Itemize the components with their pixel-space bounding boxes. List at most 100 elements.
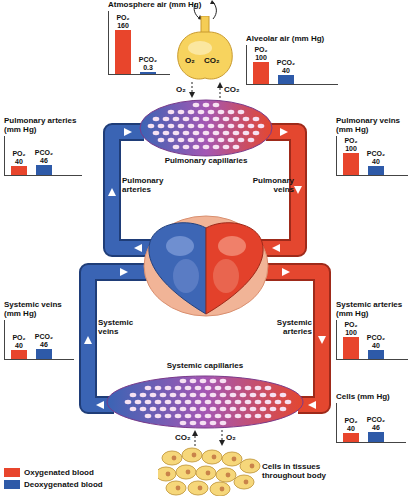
capillary-gap [243,131,250,135]
capillary-gap [188,138,195,142]
cell-nucleus [186,470,191,475]
cell [196,466,216,480]
capillary-gap [163,131,170,135]
bar-column: PO₂100 [340,321,362,359]
legend: Oxygenated bloodDeoxygenated blood [4,468,134,492]
gas-exchange-arrow [220,82,221,98]
capillary-gap [180,421,187,425]
co2-bar [140,72,156,74]
flow-arrow [96,401,104,409]
heart-right-side [149,223,206,314]
value-label: 40 [372,158,380,166]
cell-nucleus [198,486,203,491]
capillary-bed-shape [140,100,272,156]
flow-arrow [108,188,116,196]
capillary-gap [215,400,222,404]
axis-label: PO₂ [344,137,357,145]
capillary-gap [160,393,167,397]
flow-arrow [294,186,302,194]
legend-text: Deoxygenated blood [24,480,103,489]
capillary-gap [260,393,267,397]
capillary-gap [230,407,237,411]
capillary-gap [238,124,245,128]
gas-exchange-arrow [192,82,193,98]
cell-nucleus [226,473,231,478]
edge-label: CO₂ [224,85,240,94]
axis-label: PCO₂ [277,59,295,67]
capillary-label: Systemic capillaries [105,361,305,370]
capillary-gap [140,393,147,397]
capillary-gap [173,145,180,149]
capillary-gap [220,393,227,397]
capillary-gap [170,407,177,411]
capillary-gap [170,393,177,397]
value-label: 100 [345,329,357,337]
bar-column: PCO₂40 [365,334,387,359]
capillary-gap [193,117,200,121]
capillary-gap [248,138,255,142]
o2-bar [11,350,27,359]
left-ventricle [213,259,239,293]
capillary-gap [200,407,207,411]
capillary-gap [205,414,212,418]
cell [234,475,254,489]
capillary-gap [198,138,205,142]
vessel-label: Pulmonary arteries [122,176,174,194]
capillary-gap [193,145,200,149]
capillary-gap [163,117,170,121]
co2-bar [278,75,294,84]
capillary-gap [228,124,235,128]
capillary-gap [203,117,210,121]
capillary-gap [148,124,155,128]
vessel-group [88,132,322,405]
bar-column: PO₂40 [8,150,30,175]
capillary-gap [223,145,230,149]
capillary-gap [168,138,175,142]
cell-cluster [158,446,262,496]
right-ventricle [173,259,199,293]
tissue-cells: Cells in tissues throughout body [158,446,338,496]
axis-label: PO₂ [12,334,25,342]
flow-arrows [84,128,326,409]
cell-nucleus [176,486,181,491]
bar-column: PO₂40 [8,334,30,359]
pressure-panel: Alveolar air (mm Hg)PO₂100PCO₂40 [246,34,338,85]
co2-bar [368,350,384,359]
o2-bar [343,433,359,442]
capillary-gap [195,386,202,390]
cell-nucleus [166,472,171,477]
cell-nucleus [220,487,225,492]
bar-column: PCO₂40 [365,150,387,175]
alveolus: O₂CO₂ [170,16,240,82]
capillary-gap [130,393,137,397]
legend-swatch [4,480,20,489]
capillary-gap [243,117,250,121]
cell-nucleus [250,464,255,469]
chart-heading: Pulmonary veins (mm Hg) [336,116,408,134]
capillary-gap [285,400,292,404]
alveolus-outline [170,16,240,82]
capillary-gap [183,145,190,149]
capillary-bed: Systemic capillaries [105,358,305,430]
capillary-gap [248,124,255,128]
capillary-gap [240,407,247,411]
gas-exchange-arrow [222,430,223,446]
cell [188,481,208,495]
inhale-arrow [194,3,200,19]
bar-chart: PO₂160PCO₂0.3 [108,11,170,75]
vessel-label: Systemic arteries [256,318,312,336]
o2-bar [343,153,359,175]
chart-heading: Cells (mm Hg) [336,392,406,401]
capillary-gap [180,379,187,383]
bar-column: PCO₂46 [365,416,387,442]
capillary-gap [183,117,190,121]
chart-heading: Pulmonary arteries (mm Hg) [4,116,82,134]
cell-nucleus [212,455,217,460]
capillary-gap [208,138,215,142]
capillary-gap [150,407,157,411]
chart-heading: Systemic veins (mm Hg) [4,300,74,318]
capillary-gap [238,138,245,142]
bar-column: PCO₂40 [275,59,297,84]
capillary-gap [250,407,257,411]
capillary-gap [213,103,220,107]
